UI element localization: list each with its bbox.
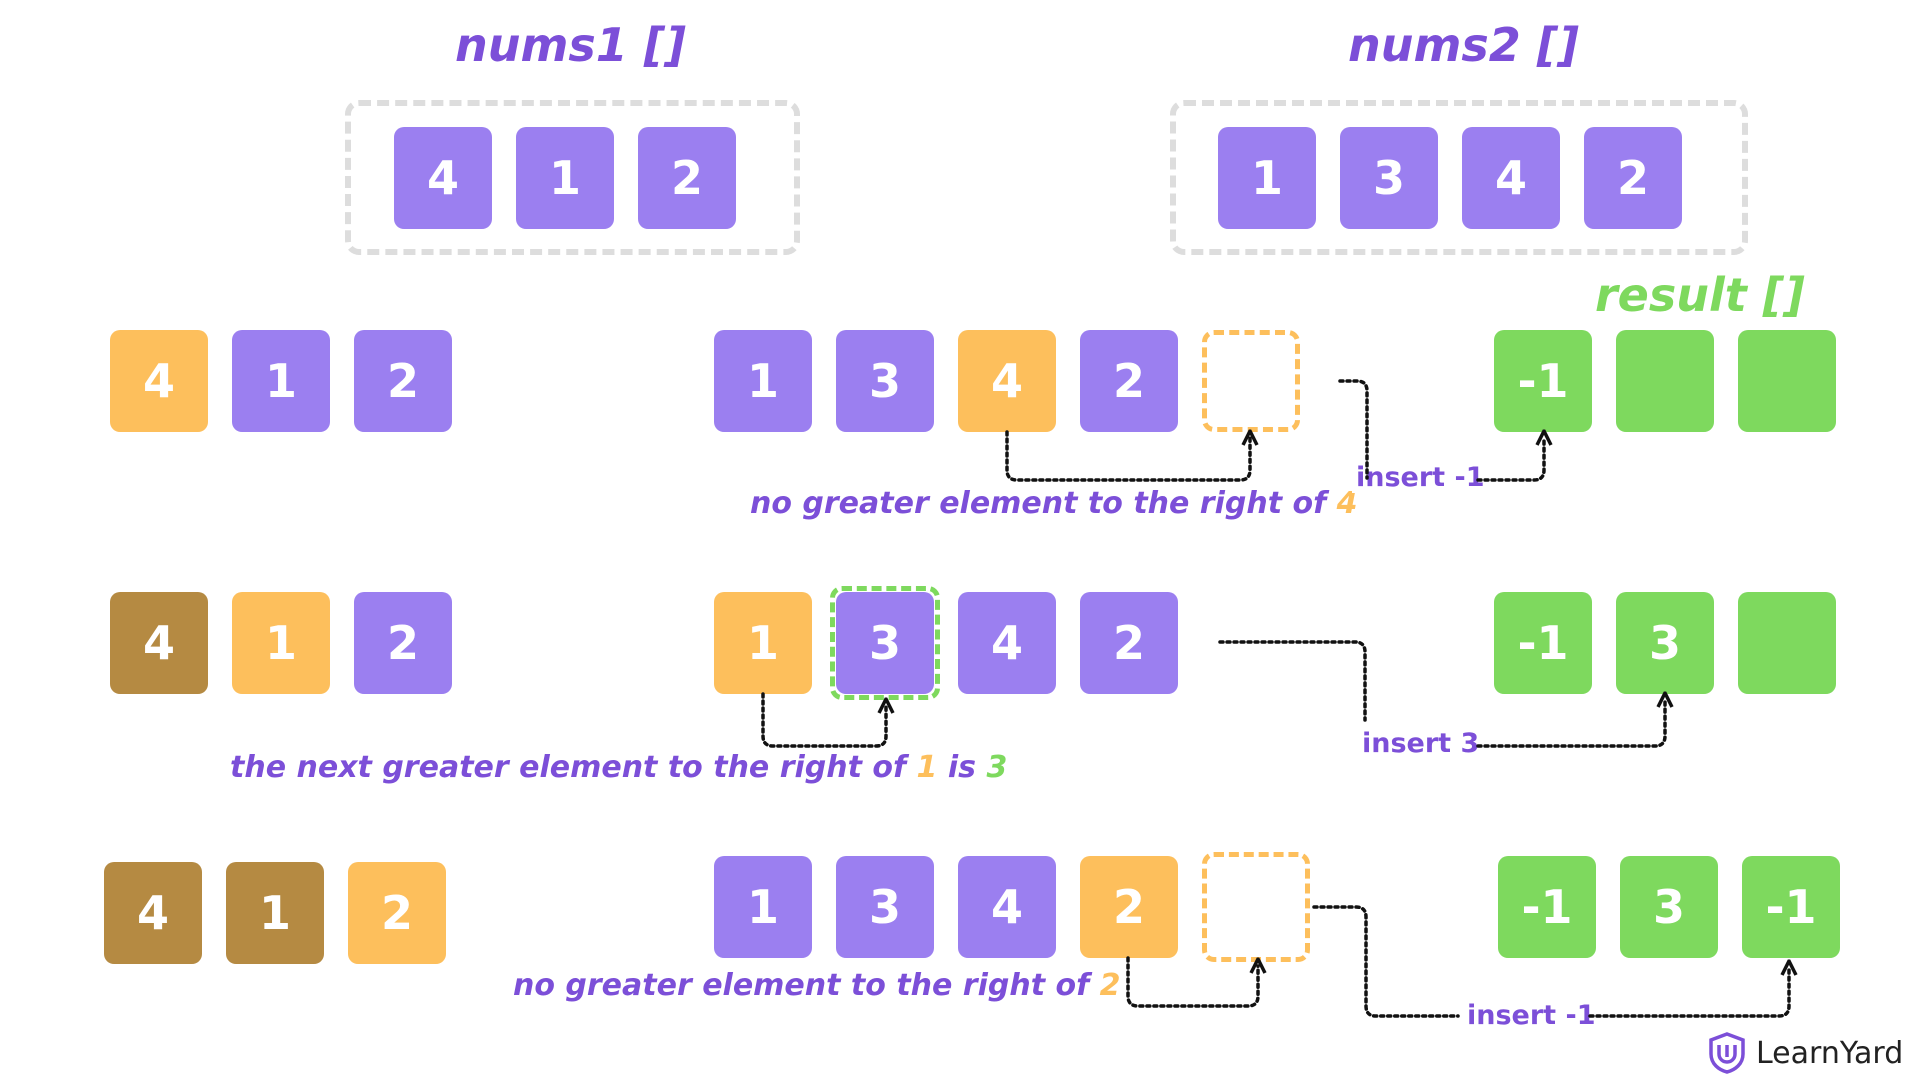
row2-note: the next greater element to the right of…	[230, 750, 1007, 785]
row2-insert-label: insert 3	[1358, 728, 1484, 759]
nums2-cell: 2	[1584, 127, 1682, 229]
row1-insert-label: insert -1	[1352, 462, 1489, 493]
row3-nums2-cell: 4	[958, 856, 1056, 958]
row3-result-cell: -1	[1498, 856, 1596, 958]
row1-result-cell	[1616, 330, 1714, 432]
row3-nums1-cell: 2	[348, 862, 446, 964]
brand: LearnYard	[1708, 1032, 1903, 1074]
row1-search-arrow	[1005, 432, 1250, 482]
row3-search-arrow	[1126, 956, 1258, 1008]
nums1-frame	[345, 100, 800, 255]
nums2-frame	[1170, 100, 1748, 255]
note-highlight: 4	[1336, 486, 1358, 521]
nums2-title: nums2 []	[1348, 18, 1579, 72]
row2-search-arrow	[761, 692, 886, 748]
row3-insert-label: insert -1	[1463, 1000, 1600, 1031]
row2-nums1-cell: 2	[354, 592, 452, 694]
nums2-cell: 1	[1218, 127, 1316, 229]
row2-result-cell: -1	[1494, 592, 1592, 694]
row1-nums1-cell: 2	[354, 330, 452, 432]
row2-nums2-cell-highlighted: 3	[836, 592, 934, 694]
note-highlight: 2	[1099, 968, 1121, 1003]
row3-note: no greater element to the right of 2	[513, 968, 1121, 1003]
row1-result-cell	[1738, 330, 1836, 432]
row1-nums2-cell: 2	[1080, 330, 1178, 432]
row2-nums2-cell: 4	[958, 592, 1056, 694]
row1-nums1-cell: 1	[232, 330, 330, 432]
note-text: the next greater element to the right of	[230, 750, 917, 785]
row3-nums2-cell: 2	[1080, 856, 1178, 958]
row2-insert-arrow	[1218, 640, 1665, 748]
row1-nums1-cell: 4	[110, 330, 208, 432]
note-text: no greater element to the right of	[513, 968, 1100, 1003]
row3-nums2-cell: 3	[836, 856, 934, 958]
nums1-cell: 2	[638, 127, 736, 229]
nums1-cell: 1	[516, 127, 614, 229]
row3-result-cell: 3	[1620, 856, 1718, 958]
row3-result-cell: -1	[1742, 856, 1840, 958]
row2-nums1-cell: 1	[232, 592, 330, 694]
nums1-cell: 4	[394, 127, 492, 229]
row3-nums2-cell: 1	[714, 856, 812, 958]
row2-result-cell: 3	[1616, 592, 1714, 694]
note-highlight: 3	[986, 750, 1008, 785]
row1-insert-arrow	[1338, 379, 1544, 482]
row3-nums1-cell: 4	[104, 862, 202, 964]
row1-nums2-cell: 4	[958, 330, 1056, 432]
row1-nums2-cell: 1	[714, 330, 812, 432]
row1-result-cell: -1	[1494, 330, 1592, 432]
row3-insert-arrow	[1312, 905, 1789, 1018]
row2-nums2-cell: 2	[1080, 592, 1178, 694]
nums2-cell: 4	[1462, 127, 1560, 229]
note-text: no greater element to the right of	[750, 486, 1337, 521]
row3-nums1-cell: 1	[226, 862, 324, 964]
nums1-title: nums1 []	[455, 18, 686, 72]
row2-nums2-cell: 1	[714, 592, 812, 694]
row2-result-cell	[1738, 592, 1836, 694]
nums2-cell: 3	[1340, 127, 1438, 229]
result-title: result []	[1595, 268, 1805, 322]
row2-nums1-cell: 4	[110, 592, 208, 694]
row1-nums2-cell: 3	[836, 330, 934, 432]
brand-name: LearnYard	[1756, 1035, 1904, 1071]
learnyard-shield-icon	[1709, 1032, 1745, 1074]
note-highlight: 1	[916, 750, 938, 785]
row1-note: no greater element to the right of 4	[750, 486, 1358, 521]
note-text: is	[937, 750, 987, 785]
